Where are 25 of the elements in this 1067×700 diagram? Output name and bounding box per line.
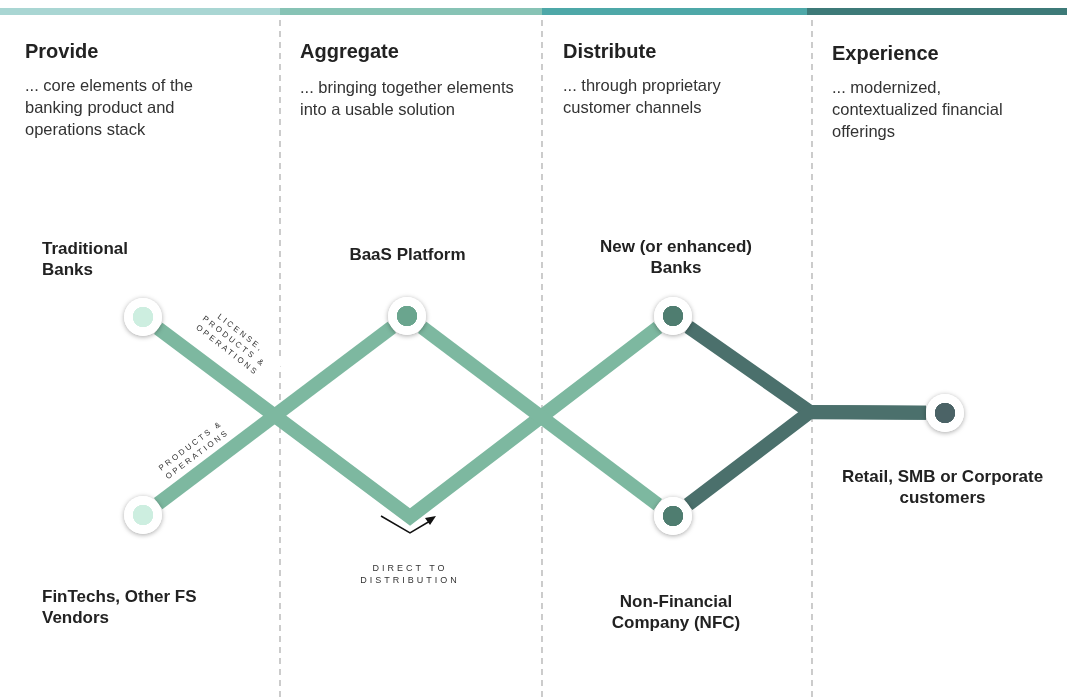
- column-heading: Experience: [832, 42, 939, 65]
- column-heading: Distribute: [563, 40, 657, 63]
- column-description: ... bringing together elements into a usable solution: [300, 77, 515, 120]
- node-circle: [388, 297, 426, 335]
- node-caption: BaaS Platform: [348, 244, 467, 265]
- connector-line: [153, 321, 397, 510]
- node-circle: [654, 497, 692, 535]
- column-description: ... modernized, contextualized financial offerings: [832, 77, 1004, 142]
- connector-line: [418, 321, 662, 511]
- node-caption: New (or enhanced) Banks: [598, 236, 754, 278]
- connector-line: [683, 405, 927, 511]
- connector-line: [154, 321, 663, 526]
- node-circle: [654, 297, 692, 335]
- node-circle: [124, 496, 162, 534]
- annotation-label: DIRECT TO DISTRIBUTION: [359, 562, 461, 586]
- column-description: ... through proprietary customer channels: [563, 75, 722, 118]
- node-circle: [124, 298, 162, 336]
- column-description: ... core elements of the banking product and operations stack: [25, 75, 194, 140]
- node-caption: Non-Financial Company (NFC): [610, 591, 742, 633]
- column-heading: Aggregate: [300, 40, 399, 63]
- node-circle: [926, 394, 964, 432]
- column-heading: Provide: [25, 40, 99, 63]
- node-caption: FinTechs, Other FS Vendors: [42, 586, 198, 628]
- node-caption: Traditional Banks: [42, 238, 129, 280]
- node-caption: Retail, SMB or Corporate customers: [840, 466, 1045, 508]
